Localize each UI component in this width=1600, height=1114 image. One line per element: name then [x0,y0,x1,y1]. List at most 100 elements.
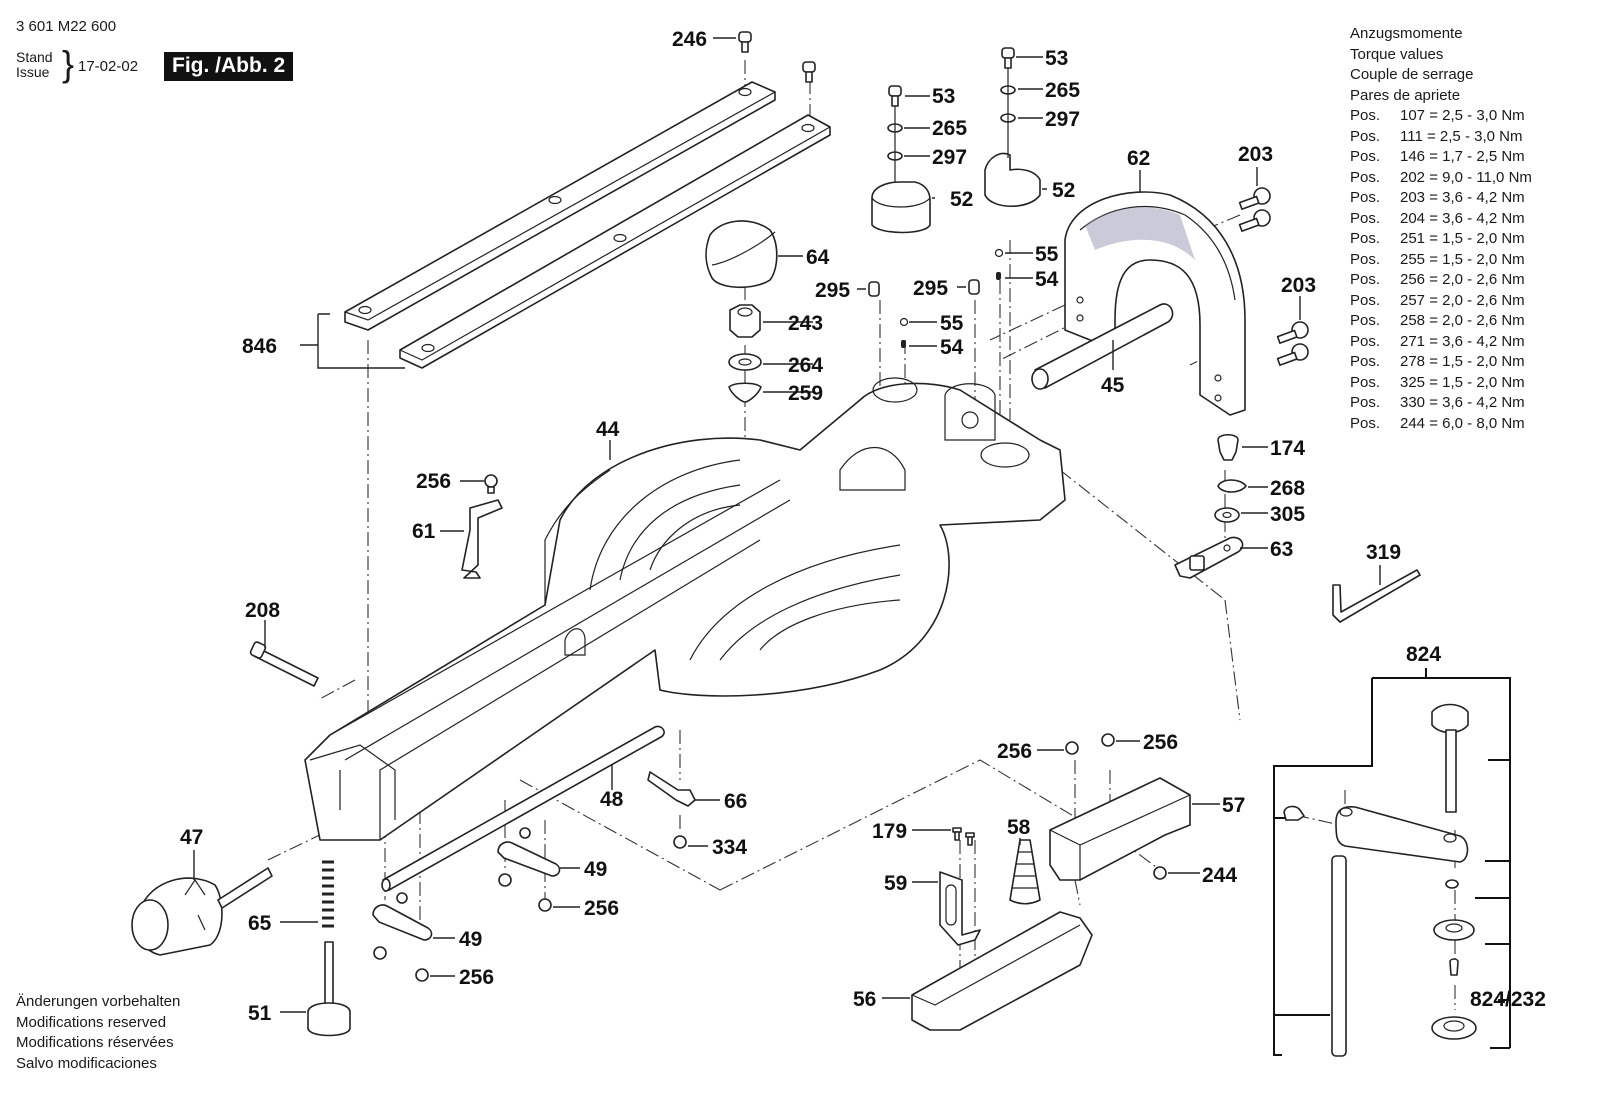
equals-sign: = [1422,127,1440,145]
label-297: 297 [932,146,967,169]
part-45-rod [1031,303,1174,390]
torque-row-prefix: Pos. [1350,148,1381,165]
torque-row-prefix: Pos. [1350,291,1381,309]
torque-row-position: 330 [1400,394,1426,411]
equals-sign: = [1425,394,1443,411]
part-52-blocks [871,47,1041,234]
label-52: 52 [1052,179,1075,202]
torque-row: Pos.257 = 2,0 - 2,6 Nm [1350,291,1532,312]
torque-row-value: 1,5 - 2,0 Nm [1442,230,1525,247]
label-49: 49 [459,928,482,951]
torque-row-prefix: Pos. [1350,312,1381,329]
label-244: 244 [1202,864,1237,887]
label-824-232: 824/232 [1470,988,1546,1011]
label-58: 58 [1007,816,1031,839]
part-47-handle [131,867,273,956]
torque-title-de: Anzugsmomente [1350,25,1463,42]
label-53: 53 [1045,47,1068,70]
notice-en: Modifications reserved [16,1013,167,1031]
label-256: 256 [997,740,1032,763]
label-179: 179 [872,820,907,843]
equals-sign: = [1425,250,1443,268]
label-265: 265 [1045,79,1080,102]
torque-row-prefix: Pos. [1350,373,1381,391]
torque-row-position: 146 [1400,148,1426,165]
torque-row-position: 278 [1400,353,1426,370]
equals-sign: = [1425,373,1443,391]
label-45: 45 [1101,374,1125,397]
label-256: 256 [584,897,619,920]
torque-row: Pos.251 = 1,5 - 2,0 Nm [1350,229,1532,250]
torque-row-value: 1,5 - 2,0 Nm [1442,353,1525,370]
part-44-base [304,377,1066,841]
torque-row-prefix: Pos. [1350,271,1381,288]
part-208-bolt [249,641,319,687]
torque-row: Pos.111 = 2,5 - 3,0 Nm [1350,127,1532,148]
part-61-bracket [461,474,503,579]
label-64: 64 [806,246,830,269]
part-labels: 246 846 53 265 297 52 53 265 297 52 64 2… [180,28,1546,1025]
label-295: 295 [913,277,948,300]
torque-row-prefix: Pos. [1350,209,1381,227]
torque-row-value: 2,0 - 2,6 Nm [1442,291,1525,309]
equals-sign: = [1425,291,1443,309]
label-334: 334 [712,836,747,859]
part-58-spring [1009,839,1041,905]
label-56: 56 [853,988,876,1011]
label-55: 55 [940,312,964,335]
torque-row-prefix: Pos. [1350,127,1381,145]
torque-row-value: 1,5 - 2,0 Nm [1442,373,1525,391]
torque-table: Anzugsmomente Torque values Couple de se… [1350,24,1532,434]
label-319: 319 [1366,541,1401,564]
equals-sign: = [1425,271,1443,288]
torque-row-prefix: Pos. [1350,107,1381,124]
torque-row: Pos.255 = 1,5 - 2,0 Nm [1350,250,1532,271]
label-59: 59 [884,872,907,895]
torque-row-position: 255 [1400,250,1426,268]
part-64-cap-stack [705,220,778,403]
label-203: 203 [1238,143,1273,166]
label-295: 295 [815,279,850,302]
torque-row: Pos.202 = 9,0 - 11,0 Nm [1350,168,1532,189]
part-63-clamp-stack [1174,433,1247,579]
equals-sign: = [1425,209,1443,227]
part-number: 3 601 M22 600 [16,18,117,35]
torque-row: Pos.325 = 1,5 - 2,0 Nm [1350,373,1532,394]
torque-row: Pos.146 = 1,7 - 2,5 Nm [1350,147,1532,168]
label-55: 55 [1035,243,1059,266]
label-54: 54 [940,336,964,359]
torque-row-value: 3,6 - 4,2 Nm [1442,209,1525,227]
label-53: 53 [932,85,955,108]
torque-title-fr: Couple de serrage [1350,66,1474,83]
label-305: 305 [1270,503,1305,526]
part-49-plates [372,827,561,982]
part-66-clip [647,771,696,849]
notice-es: Salvo modificaciones [16,1054,157,1072]
small-pins [868,248,1004,348]
label-265: 265 [932,117,967,140]
torque-row: Pos.330 = 3,6 - 4,2 Nm [1350,393,1532,414]
torque-row: Pos.256 = 2,0 - 2,6 Nm [1350,270,1532,291]
label-48: 48 [600,788,624,811]
label-256: 256 [416,470,451,493]
label-259: 259 [788,382,823,405]
torque-row-position: 251 [1400,230,1426,247]
label-61: 61 [412,520,436,543]
part-48-rod [381,725,665,892]
torque-row: Pos.271 = 3,6 - 4,2 Nm [1350,332,1532,353]
torque-row-prefix: Pos. [1350,353,1381,370]
torque-row-prefix: Pos. [1350,168,1381,186]
label-246: 246 [672,28,707,51]
label-47: 47 [180,826,203,849]
label-297: 297 [1045,108,1080,131]
torque-row-position: 203 [1400,189,1426,206]
torque-row-position: 271 [1400,332,1426,350]
label-243: 243 [788,312,823,335]
torque-row-value: 9,0 - 11,0 Nm [1442,168,1532,186]
equals-sign: = [1425,332,1443,350]
notice-fr: Modifications réservées [16,1034,174,1051]
torque-row-value: 3,6 - 4,2 Nm [1442,394,1525,411]
issue-label: Issue [16,64,50,80]
label-268: 268 [1270,477,1305,500]
label-65: 65 [248,912,272,935]
